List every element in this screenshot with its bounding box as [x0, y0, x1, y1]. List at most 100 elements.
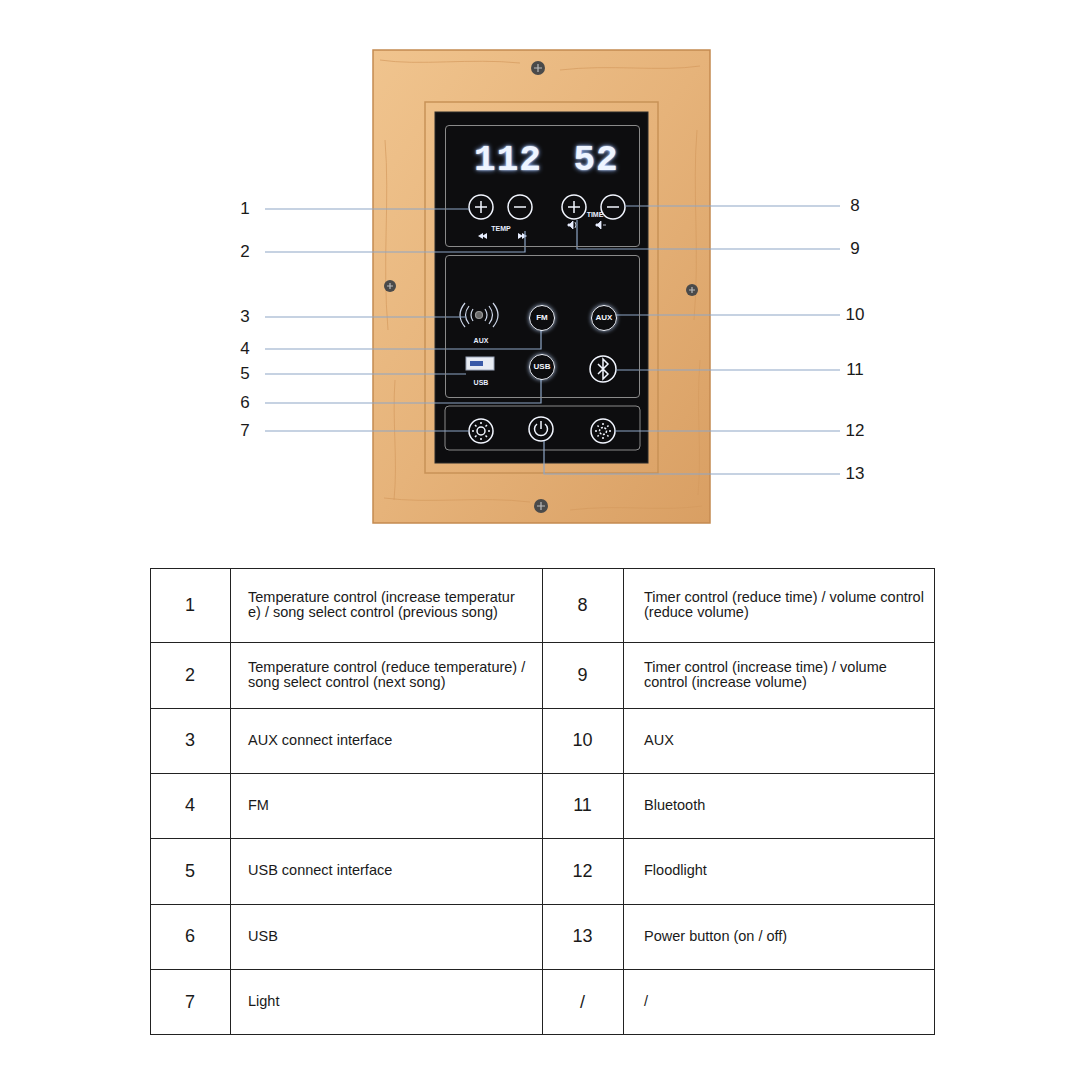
skip-arrow-symbol — [478, 233, 527, 239]
leader-line — [265, 231, 525, 252]
touch-button: USB — [529, 354, 555, 380]
table-number-cell: 7 — [151, 970, 229, 1034]
button-caption: TIME — [587, 211, 604, 219]
callout-number: 11 — [846, 361, 864, 379]
table-cell-text: Temperature control (increase temperatur… — [248, 590, 531, 620]
table-description-cell: Timer control (reduce time) / volume con… — [624, 569, 934, 641]
table-number-cell: 12 — [543, 839, 622, 903]
table-cell-text: 1 — [185, 596, 195, 615]
table-cell-text: 5 — [185, 862, 195, 881]
table-cell-text: / — [644, 994, 648, 1009]
leader-line — [265, 208, 469, 209]
table-cell-text: Light — [248, 994, 279, 1009]
wood-frame — [373, 50, 710, 523]
callout-number: 1 — [240, 200, 249, 218]
speaker-symbol — [568, 221, 606, 229]
callout-number: 2 — [220, 240, 270, 264]
aux-jack-symbol — [476, 312, 483, 319]
table-cell-text: Power button (on / off) — [644, 929, 787, 944]
leader-line — [616, 369, 840, 370]
display-section: 11252TEMPTIME — [445, 125, 640, 247]
table-cell-text: 4 — [185, 796, 195, 815]
callout-number: 8 — [850, 197, 859, 215]
frame-screw — [537, 502, 545, 510]
table-cell-text: FM — [248, 798, 269, 813]
table-cell-text: 2 — [185, 666, 195, 685]
table-cell-text: 9 — [577, 666, 587, 685]
leader-line — [265, 330, 541, 349]
table-number-cell: / — [543, 970, 622, 1034]
callout-number: 9 — [850, 240, 859, 258]
touch-button — [568, 201, 580, 213]
table-cell-text: 10 — [572, 731, 592, 750]
table-cell-text: AUX — [644, 733, 674, 748]
leader-line — [265, 430, 469, 431]
table-cell-text: / — [580, 993, 585, 1012]
table-description-cell: AUX connect interface — [231, 709, 541, 772]
touch-button — [601, 195, 625, 219]
callout-number: 7 — [240, 422, 249, 440]
table-number-cell: 2 — [151, 643, 229, 707]
table-cell-text: Timer control (reduce time) / volume con… — [644, 590, 924, 620]
table-number-cell: 4 — [151, 774, 229, 837]
touch-button — [590, 356, 616, 382]
glass-panel — [445, 406, 640, 450]
table-description-cell: Bluetooth — [624, 774, 934, 837]
leader-line — [616, 314, 840, 315]
table-description-cell: USB — [231, 905, 541, 968]
table-cell-text: Bluetooth — [644, 798, 705, 813]
touch-button — [469, 356, 616, 443]
table-grid — [231, 568, 624, 1035]
touch-button — [475, 201, 487, 213]
port-caption: USB — [474, 379, 489, 387]
button-label: FM — [536, 314, 548, 323]
table-description-cell: Timer control (increase time) / volume c… — [624, 643, 934, 707]
leader-line — [615, 430, 840, 431]
table-number-cell: 9 — [543, 643, 622, 707]
callout-number: 11 — [830, 358, 880, 382]
table-number-cell: 1 — [151, 569, 229, 641]
usb-port-symbol — [470, 361, 483, 366]
touch-button — [591, 419, 615, 443]
table-number-cell: 3 — [151, 709, 229, 772]
table-cell-text: 13 — [572, 927, 592, 946]
aux-jack-symbol — [485, 303, 498, 327]
leader-line — [544, 441, 840, 474]
leader-line — [265, 373, 466, 374]
table-cell-text: AUX connect interface — [248, 733, 392, 748]
glass-panel — [435, 112, 648, 463]
touch-button — [600, 428, 607, 435]
touch-button: AUX — [591, 305, 617, 331]
port-caption: AUX — [474, 337, 489, 345]
usb-port-symbol — [466, 357, 494, 370]
table-cell-text: USB — [248, 929, 278, 944]
table-number-cell: 5 — [151, 839, 229, 903]
touch-button — [598, 359, 608, 379]
touch-button — [472, 422, 490, 440]
glass-panel — [435, 112, 648, 463]
callout-number: 6 — [220, 391, 270, 415]
touch-button — [508, 195, 532, 219]
callout-number: 2 — [240, 243, 249, 261]
table-cell-text: Floodlight — [644, 863, 707, 878]
frame-screw — [686, 284, 698, 296]
table-description-cell: Power button (on / off) — [624, 905, 934, 968]
button-label: USB — [534, 363, 551, 372]
skip-arrow-symbol — [482, 233, 487, 239]
table-cell-text: 12 — [572, 862, 592, 881]
table-grid — [151, 569, 935, 1035]
frame-screw — [387, 283, 393, 289]
speaker-symbol — [568, 221, 573, 229]
table-grid — [150, 568, 935, 1035]
touch-button — [529, 417, 553, 441]
frame-screw — [531, 61, 545, 75]
touch-button — [607, 206, 619, 208]
callout-number: 5 — [240, 365, 249, 383]
callout-number: 13 — [830, 462, 880, 486]
touch-button — [595, 423, 611, 439]
touch-button — [469, 419, 493, 443]
table-cell-text: 3 — [185, 731, 195, 750]
skip-arrow-symbol — [518, 233, 523, 239]
wood-frame — [380, 60, 702, 510]
callout-number: 10 — [830, 303, 880, 327]
